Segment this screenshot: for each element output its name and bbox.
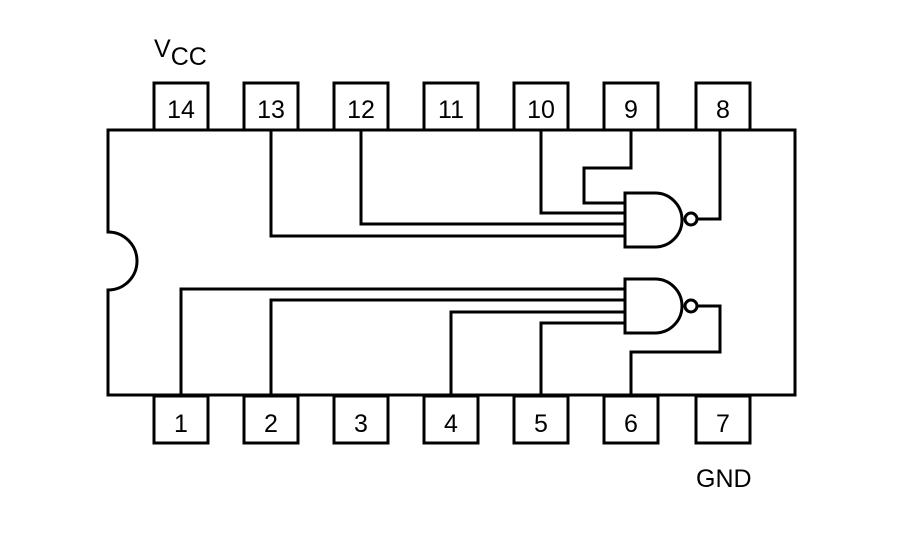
pin-14-box	[152, 81, 210, 132]
pin-6-box	[602, 394, 660, 445]
pin-1-box	[152, 394, 210, 445]
pin-4-label: 4	[444, 410, 458, 438]
pin-9-box	[602, 81, 660, 132]
gnd-label: GND	[696, 465, 752, 493]
wire-pin1-to-lower-gate	[179, 287, 625, 395]
nand-gate-lower-bubble	[683, 298, 699, 314]
pin-7-box	[694, 394, 752, 445]
pin-11-label: 11	[438, 96, 464, 124]
pin-1-label: 1	[174, 410, 188, 438]
wire-pin9-to-upper-gate	[582, 130, 633, 205]
pin-11-box	[422, 81, 480, 132]
wire-pin4-to-lower-gate	[449, 310, 625, 395]
nand-gate-upper-bubble	[683, 211, 699, 227]
wire-pin2-to-lower-gate	[269, 298, 625, 395]
pin-3-box	[332, 394, 390, 445]
pin-7-label: 7	[716, 410, 730, 438]
nand-gate-upper	[623, 191, 699, 249]
pin-13-label: 13	[257, 96, 285, 124]
pin-12-label: 12	[347, 96, 375, 124]
nand-gate-upper-body	[623, 191, 684, 249]
pin-10-label: 10	[527, 96, 555, 124]
wire-pin5-to-lower-gate	[539, 321, 625, 395]
pin-5-box	[512, 394, 570, 445]
pin-2-label: 2	[264, 410, 278, 438]
wire-upper-gate-to-pin8	[697, 130, 722, 221]
pin-3-label: 3	[354, 410, 368, 438]
wire-pin13-to-upper-gate	[269, 130, 625, 238]
pin-8-box	[694, 81, 752, 132]
bottom-pin-row: 1 2 3 4 5 6 7	[152, 394, 752, 445]
vcc-label: VCC	[154, 35, 207, 71]
pin-14-label: 14	[167, 96, 195, 124]
pin-5-label: 5	[534, 410, 548, 438]
wire-pin12-to-upper-gate	[359, 130, 625, 226]
pin-10-box	[512, 81, 570, 132]
nand-gate-lower	[623, 277, 699, 335]
wire-pin10-to-upper-gate	[539, 130, 625, 215]
top-pin-row: 14 13 12 11 10 9 8	[152, 81, 752, 132]
pin-9-label: 9	[624, 96, 638, 124]
pin-6-label: 6	[624, 410, 638, 438]
wire-lower-gate-to-pin6	[629, 304, 722, 395]
pin-13-box	[242, 81, 300, 132]
ic-package-body	[106, 128, 797, 397]
pin-2-box	[242, 394, 300, 445]
pin-8-label: 8	[716, 96, 730, 124]
nand-gate-lower-body	[623, 277, 684, 335]
pin-4-box	[422, 394, 480, 445]
vcc-subscript: CC	[171, 43, 207, 71]
